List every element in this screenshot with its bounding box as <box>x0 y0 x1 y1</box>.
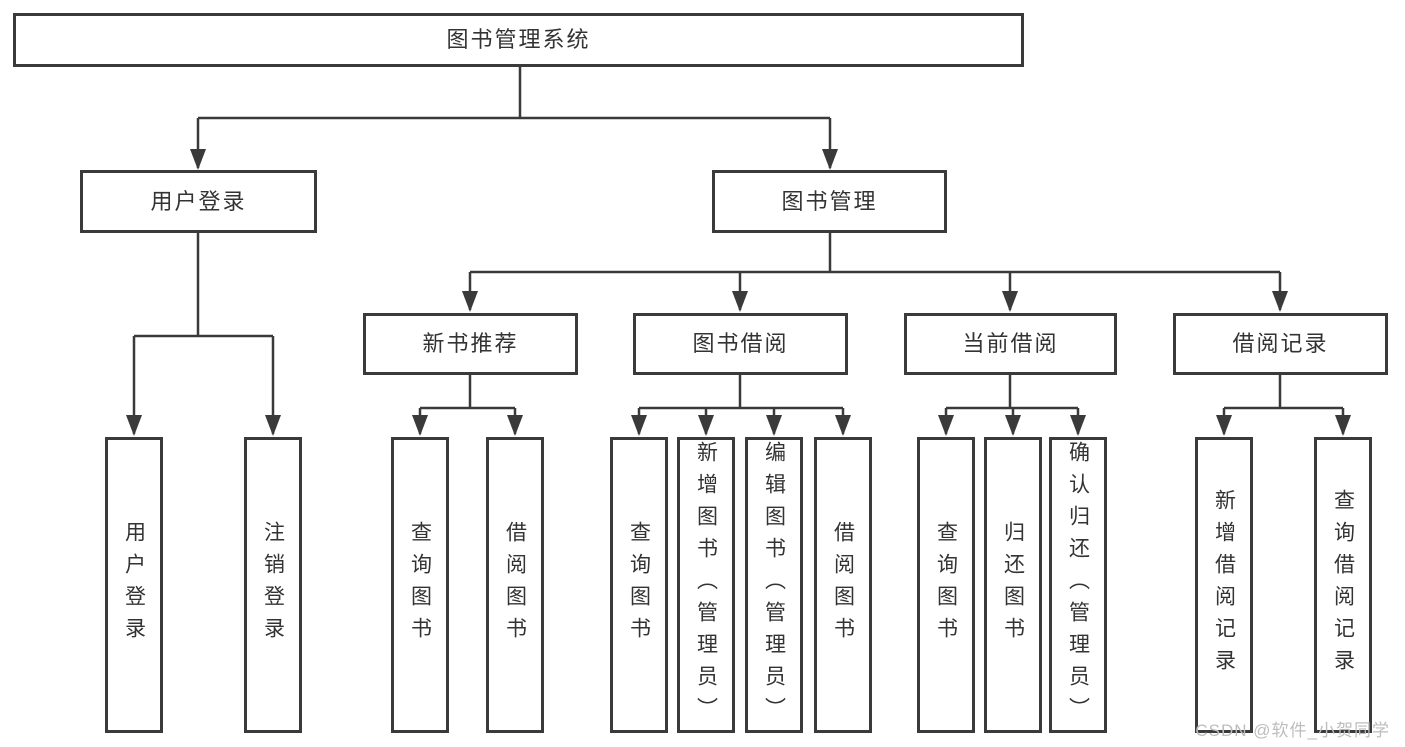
csdn-watermark: CSDN @软件_小贺同学 <box>1195 721 1390 740</box>
node-book-borrow: 图书借阅 <box>633 313 848 375</box>
leaf-logout: 注销登录 <box>244 437 302 733</box>
leaf-add-borrow-record: 新增借阅记录 <box>1195 437 1253 733</box>
leaf-add-books-admin: 新增图书（管理员） <box>677 437 735 733</box>
leaf-borrow-books-recommend: 借阅图书 <box>486 437 544 733</box>
leaf-borrow-books: 借阅图书 <box>814 437 872 733</box>
node-book-management-branch: 图书管理 <box>712 170 947 233</box>
node-current-borrow: 当前借阅 <box>904 313 1117 375</box>
leaf-edit-books-admin: 编辑图书（管理员） <box>745 437 803 733</box>
leaf-confirm-return-admin: 确认归还（管理员） <box>1049 437 1107 733</box>
node-user-login-branch: 用户登录 <box>80 170 317 233</box>
node-root-system: 图书管理系统 <box>13 13 1024 67</box>
connector-arrows <box>126 149 1351 436</box>
leaf-query-books-current: 查询图书 <box>917 437 975 733</box>
node-borrow-records: 借阅记录 <box>1173 313 1388 375</box>
leaf-query-books-borrow: 查询图书 <box>610 437 668 733</box>
leaf-query-borrow-record: 查询借阅记录 <box>1314 437 1372 733</box>
leaf-query-books-recommend: 查询图书 <box>391 437 449 733</box>
connector-paths <box>132 67 1345 434</box>
node-new-book-recommend: 新书推荐 <box>363 313 578 375</box>
leaf-user-login: 用户登录 <box>105 437 163 733</box>
leaf-return-books: 归还图书 <box>984 437 1042 733</box>
